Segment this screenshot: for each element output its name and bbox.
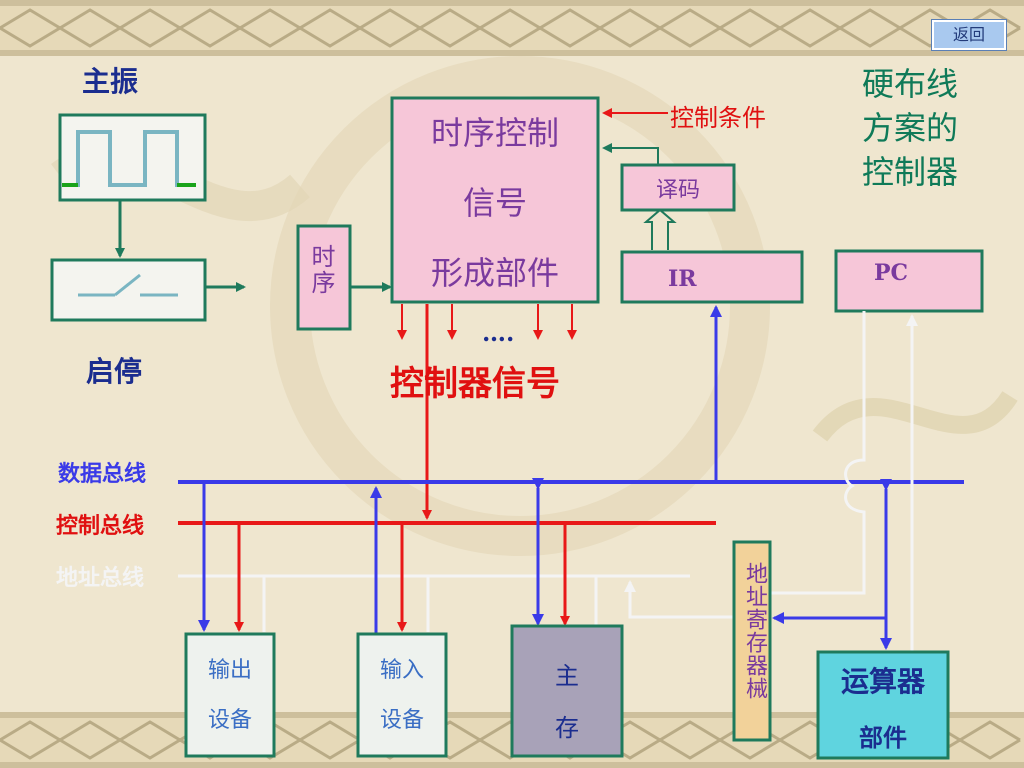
controller-signal-label: 控制器信号 — [390, 364, 560, 404]
mar-label: 地址寄存器械 — [742, 562, 767, 700]
signal-generator-line3: 形成部件 — [430, 254, 559, 292]
data-bus-label: 数据总线 — [58, 461, 147, 487]
ir-label: IR — [668, 266, 697, 292]
dots-label: …. — [482, 318, 515, 347]
decorative-top-border — [0, 0, 1024, 56]
ir-box — [620, 250, 804, 304]
memory-label: 主 存 — [512, 650, 622, 754]
signal-generator-line2: 信号 — [462, 184, 527, 222]
title-line2: 方案的 — [862, 109, 959, 147]
output-device-box — [184, 632, 276, 758]
output-device-label: 输出 设备 — [186, 646, 274, 746]
output-device-line2: 设备 — [207, 708, 252, 733]
input-device-box — [356, 632, 448, 758]
alu-line2: 部件 — [859, 723, 907, 752]
mar-box — [732, 540, 772, 742]
back-button[interactable]: 返回 — [931, 19, 1007, 51]
start-stop-label: 启停 — [86, 355, 143, 388]
output-device-line1: 输出 — [207, 658, 252, 683]
control-condition-label: 控制条件 — [670, 104, 766, 132]
oscillator-box — [58, 113, 207, 202]
alu-box — [816, 650, 950, 760]
decoder-box — [620, 163, 736, 212]
signal-generator-box — [390, 96, 600, 304]
decoder-label: 译码 — [655, 178, 700, 203]
control-bus-label: 控制总线 — [56, 513, 145, 539]
signal-generator-line1: 时序控制 — [430, 114, 559, 152]
pc-box — [834, 249, 984, 313]
title-line1: 硬布线 — [862, 65, 959, 103]
input-device-label: 输入 设备 — [358, 646, 446, 746]
input-device-line2: 设备 — [379, 708, 424, 733]
memory-box — [510, 624, 624, 758]
pc-label: PC — [874, 260, 909, 286]
timing-box — [296, 224, 352, 331]
memory-line2: 存 — [555, 714, 579, 742]
start-stop-switch — [50, 258, 207, 322]
title-block: 硬布线 方案的 控制器 — [862, 62, 958, 194]
title-line3: 控制器 — [862, 153, 959, 191]
timing-label: 时序 — [307, 244, 335, 296]
oscillator-label: 主振 — [82, 65, 139, 98]
address-bus-label: 地址总线 — [56, 565, 145, 591]
memory-line1: 主 — [555, 662, 579, 690]
input-device-line1: 输入 — [379, 658, 424, 683]
alu-line1: 运算器 — [840, 665, 925, 698]
